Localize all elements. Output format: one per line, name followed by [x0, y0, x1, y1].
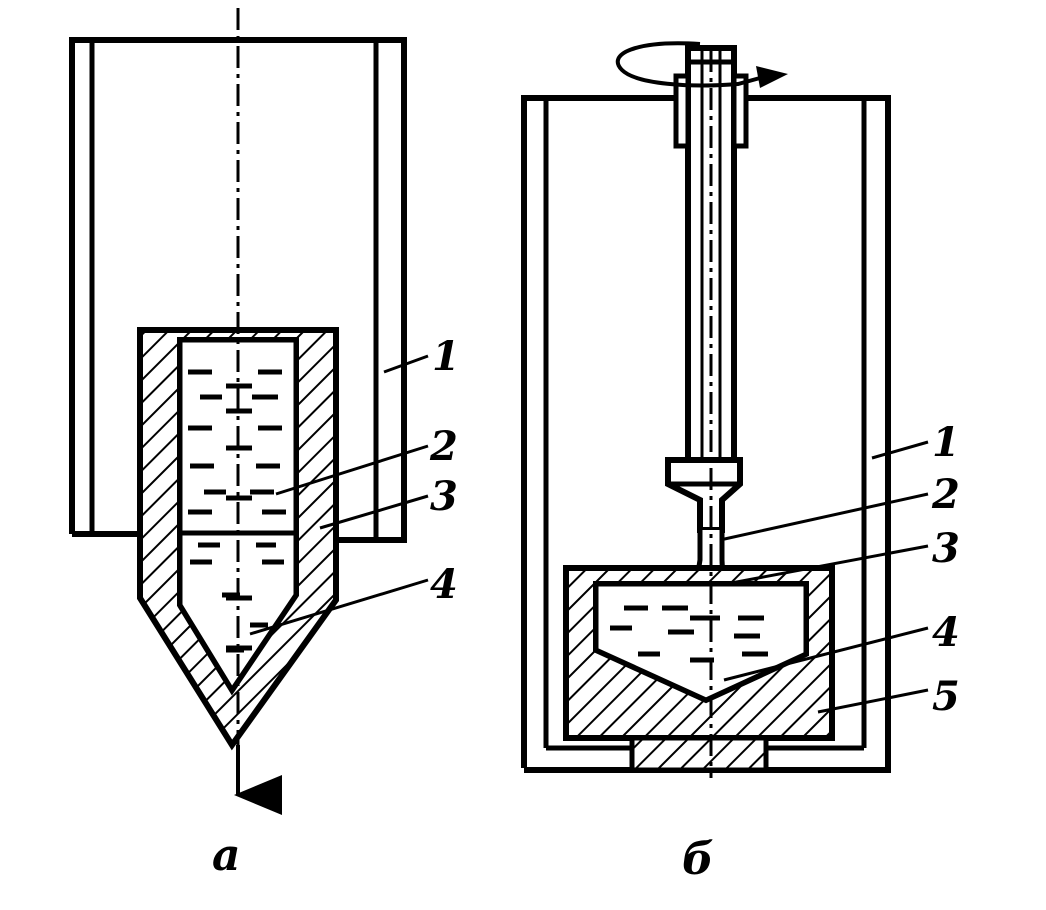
- leader-lines-b: [719, 440, 929, 714]
- label-b-1: 1: [932, 419, 960, 466]
- caption-b: б: [682, 834, 714, 885]
- rotation-arrowhead-b: [756, 66, 788, 88]
- caption-a: а: [212, 830, 241, 881]
- label-b-4: 4: [932, 609, 960, 656]
- figure-b: 1 2 3 4 5 б: [521, 41, 960, 885]
- label-a-2: 2: [429, 423, 458, 470]
- support-block-b: [629, 735, 769, 773]
- melt-dashes-b: [610, 605, 768, 663]
- seed-holder-b: [665, 457, 743, 533]
- label-a-1: 1: [432, 333, 460, 380]
- label-b-3: 3: [932, 525, 960, 572]
- furnace-a: [69, 37, 407, 543]
- figure-a: 1 2 3 4 а: [69, 8, 460, 881]
- label-a-4: 4: [430, 561, 458, 608]
- leader-lines-a: [249, 354, 429, 636]
- label-a-3: 3: [430, 473, 458, 520]
- label-b-2: 2: [931, 471, 960, 518]
- rotation-arrow-b: [615, 41, 761, 88]
- label-b-5: 5: [932, 673, 960, 720]
